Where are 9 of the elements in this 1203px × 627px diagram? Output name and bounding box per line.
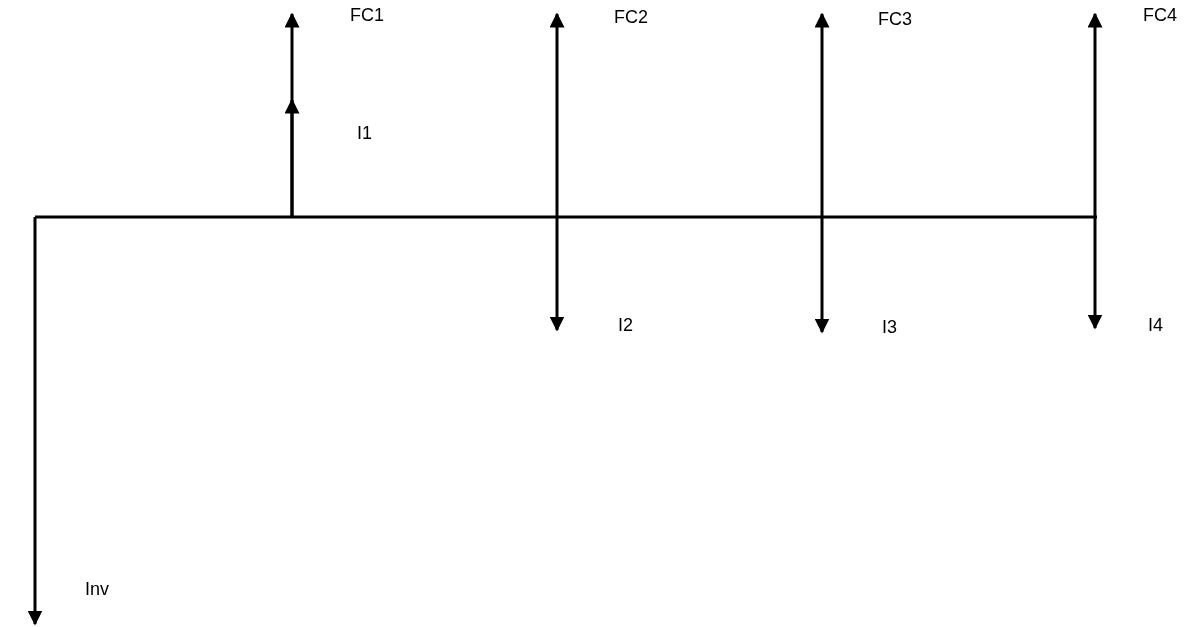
- cash-flow-label: Inv: [85, 580, 109, 598]
- cash-flow-label: I2: [618, 316, 633, 334]
- cash-flow-label: FC3: [878, 10, 912, 28]
- cash-flow-label: FC4: [1143, 6, 1177, 24]
- cash-flow-label: FC1: [350, 6, 384, 24]
- cash-flow-label: I4: [1148, 316, 1163, 334]
- cash-flow-label: I3: [882, 318, 897, 336]
- cash-flow-label: I1: [357, 124, 372, 142]
- cash-flow-label: FC2: [614, 8, 648, 26]
